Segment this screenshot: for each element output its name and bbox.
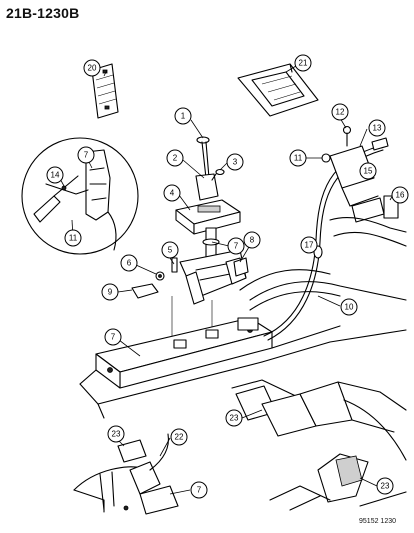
svg-text:22: 22 [175,433,184,442]
callout-23-lower: 23 [376,477,394,495]
svg-text:7: 7 [197,486,202,495]
callout-20: 21 [294,54,312,72]
svg-text:14: 14 [51,171,60,180]
bottom-right-detail [231,379,407,511]
svg-text:8: 8 [250,236,255,245]
callout-15: 14 [46,166,64,184]
callout-14: 13 [368,119,386,137]
callout-9: 8 [243,231,261,249]
callout-7-inset: 7 [190,481,208,499]
floor-tunnel-frame-part-8 [79,269,407,419]
svg-text:23: 23 [230,414,239,423]
svg-text:11: 11 [69,234,78,243]
svg-text:12: 12 [336,108,345,117]
svg-text:21: 21 [299,59,308,68]
callout-10: 9 [101,283,119,301]
callout-22: 23 [107,425,125,443]
bottom-left-detail [73,433,179,515]
callout-7-main: 7 [227,237,245,255]
figure-id: 21B-1230B [6,5,80,21]
svg-text:17: 17 [305,241,314,250]
svg-text:23: 23 [112,430,121,439]
svg-text:13: 13 [373,124,382,133]
svg-text:3: 3 [233,158,238,167]
svg-text:20: 20 [88,64,97,73]
shift-lever-assembly [195,136,225,201]
console-bezel-part-20 [237,63,319,117]
svg-text:4: 4 [170,189,175,198]
callout-13: 12 [331,103,349,121]
svg-text:7: 7 [234,242,239,251]
callout-6: 6 [120,254,138,272]
svg-text:7: 7 [111,333,116,342]
callout-18: 17 [300,236,318,254]
callout-23-upper: 23 [225,409,243,427]
svg-text:5: 5 [168,246,173,255]
svg-text:9: 9 [108,288,113,297]
callout-17: 16 [391,186,409,204]
shifter-base-assembly [131,227,249,346]
svg-text:7: 7 [84,151,89,160]
callout-12: 11 [289,149,307,167]
callout-2: 2 [166,149,184,167]
cable-bracket-assembly [321,125,407,247]
callout-19: 20 [83,59,101,77]
callout-5: 5 [161,241,179,259]
svg-text:2: 2 [173,154,178,163]
svg-text:15: 15 [364,167,373,176]
callout-1: 1 [174,107,192,125]
callout-11-detail: 11 [64,229,82,247]
svg-text:10: 10 [345,303,354,312]
svg-text:6: 6 [127,259,132,268]
drawing-code: 95152 1230 [359,518,396,525]
callout-3: 3 [226,153,244,171]
callout-11-main: 10 [340,298,358,316]
svg-text:23: 23 [381,482,390,491]
callout-8: 7 [104,328,122,346]
svg-text:11: 11 [294,154,303,163]
callout-21: 22 [170,428,188,446]
callout-16: 15 [359,162,377,180]
callout-7-detail: 7 [77,146,95,164]
svg-text:1: 1 [181,112,186,121]
indicator-strip-part-19 [91,63,119,119]
callout-4: 4 [163,184,181,202]
svg-text:16: 16 [396,191,405,200]
detail-view-circle [21,137,139,255]
